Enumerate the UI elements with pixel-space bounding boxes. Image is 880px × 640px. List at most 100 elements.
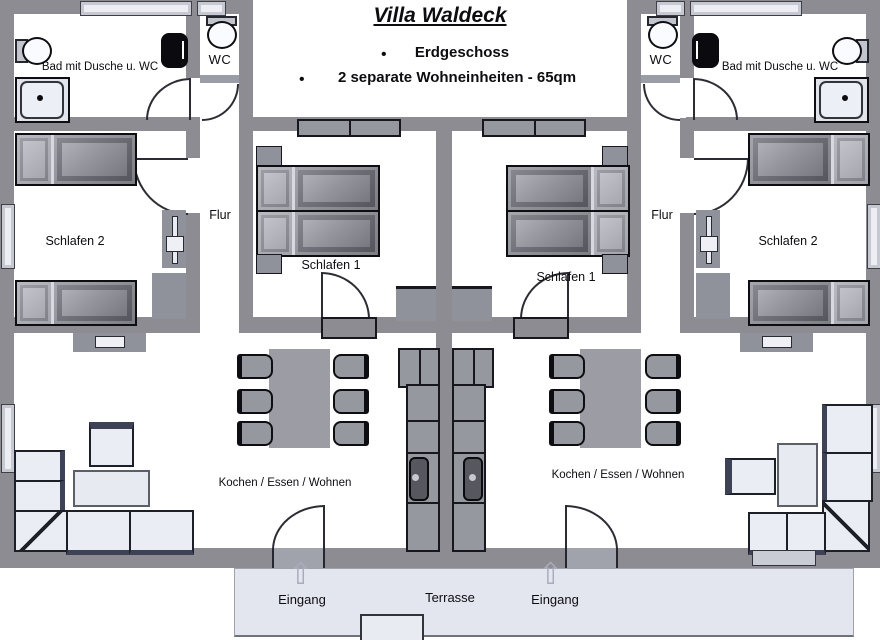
fridge-divider xyxy=(473,350,475,386)
bed xyxy=(15,280,137,326)
mattress xyxy=(750,282,831,324)
mattress xyxy=(508,167,591,210)
sideboard-detail xyxy=(762,336,792,348)
shower-tray xyxy=(20,81,64,119)
kitchen-sink xyxy=(409,457,429,501)
wardrobe xyxy=(696,273,730,319)
bed xyxy=(15,133,137,186)
entrance-arrow-icon: ⇧ xyxy=(288,558,314,591)
door-threshold xyxy=(321,317,377,339)
bed xyxy=(748,280,870,326)
dining-chair xyxy=(333,389,369,414)
mattress xyxy=(54,282,135,324)
double-bed xyxy=(256,165,380,257)
sofa-cushion xyxy=(786,512,826,555)
kitchen-cabinet xyxy=(452,502,486,552)
pillow xyxy=(594,167,628,210)
toilet-bowl xyxy=(22,37,52,65)
wall xyxy=(565,317,641,333)
dresser-drawer xyxy=(700,236,718,252)
kitchen-cabinet xyxy=(406,420,440,456)
wall xyxy=(239,317,321,333)
cabinet xyxy=(452,286,492,321)
door-arc-bedroom2-left xyxy=(133,158,188,215)
room-label-hall-right: Flur xyxy=(651,208,673,222)
faucet xyxy=(696,41,698,59)
mattress xyxy=(750,135,831,184)
window xyxy=(197,1,226,16)
entrance-sill xyxy=(272,548,325,568)
dining-chair xyxy=(645,354,681,379)
dining-chair xyxy=(237,421,273,446)
wardrobe xyxy=(297,119,401,137)
sofa-corner xyxy=(822,500,870,552)
mattress xyxy=(295,212,378,255)
faucet xyxy=(182,41,184,59)
kitchen-cabinet xyxy=(406,384,440,424)
dining-chair xyxy=(645,421,681,446)
wall xyxy=(186,14,200,78)
door-arc-wc-right xyxy=(643,84,680,121)
fridge-divider xyxy=(419,350,421,386)
kitchen-cabinet xyxy=(452,420,486,456)
wardrobe-divider xyxy=(534,121,536,135)
kitchen-cabinet xyxy=(406,502,440,552)
mattress xyxy=(54,135,135,184)
armchair xyxy=(89,422,134,467)
wardrobe xyxy=(482,119,586,137)
door-arc-bedroom1-left xyxy=(321,272,370,319)
pillow xyxy=(258,167,292,210)
entrance-sill xyxy=(565,548,618,568)
dresser xyxy=(696,210,720,268)
window xyxy=(690,1,802,16)
mattress xyxy=(508,212,591,255)
room-label-bedroom2-left: Schlafen 2 xyxy=(45,234,105,248)
nightstand xyxy=(256,146,282,166)
door-arc-bedroom2-right xyxy=(694,158,749,215)
room-label-bath-right: Bad mit Dusche u. WC xyxy=(721,61,839,73)
wall xyxy=(680,14,694,78)
nightstand xyxy=(602,254,628,274)
wall xyxy=(436,117,452,568)
dresser-drawer xyxy=(166,236,184,252)
subtitle-floor: Erdgeschoss xyxy=(414,44,510,61)
pillow xyxy=(17,135,51,184)
pillow xyxy=(834,135,868,184)
dining-chair xyxy=(645,389,681,414)
window xyxy=(1,404,15,473)
pillow xyxy=(17,282,51,324)
window xyxy=(867,204,880,269)
fridge xyxy=(398,348,440,388)
double-bed xyxy=(506,165,630,257)
toilet-bowl xyxy=(648,21,678,49)
sofa-cushion xyxy=(822,452,873,502)
sofa-cushion xyxy=(748,512,788,555)
dining-chair xyxy=(549,354,585,379)
wardrobe xyxy=(152,273,186,319)
dining-chair xyxy=(549,389,585,414)
shower-drain xyxy=(842,95,848,101)
room-label-bedroom1-left: Schlafen 1 xyxy=(301,258,361,272)
label-terrace: Terrasse xyxy=(425,590,475,605)
sofa-cushion xyxy=(822,404,873,454)
dining-table xyxy=(580,349,641,448)
door-arc-entrance-right xyxy=(565,505,618,550)
sideboard xyxy=(740,333,813,352)
dining-chair xyxy=(333,354,369,379)
toilet-bowl xyxy=(207,21,237,49)
dining-chair xyxy=(549,421,585,446)
coffee-table xyxy=(777,443,818,507)
mattress xyxy=(295,167,378,210)
washbasin xyxy=(692,33,719,68)
room-label-hall-left: Flur xyxy=(209,208,231,222)
subtitle-units: 2 separate Wohneinheiten - 65qm xyxy=(337,69,577,86)
window xyxy=(656,1,685,16)
room-label-bedroom1-right: Schlafen 1 xyxy=(536,270,596,284)
coffee-table xyxy=(73,470,150,507)
pillow xyxy=(834,282,868,324)
door-lintel xyxy=(641,75,680,83)
shower-tray xyxy=(819,81,863,119)
wall xyxy=(627,0,641,317)
faucet xyxy=(412,474,419,481)
